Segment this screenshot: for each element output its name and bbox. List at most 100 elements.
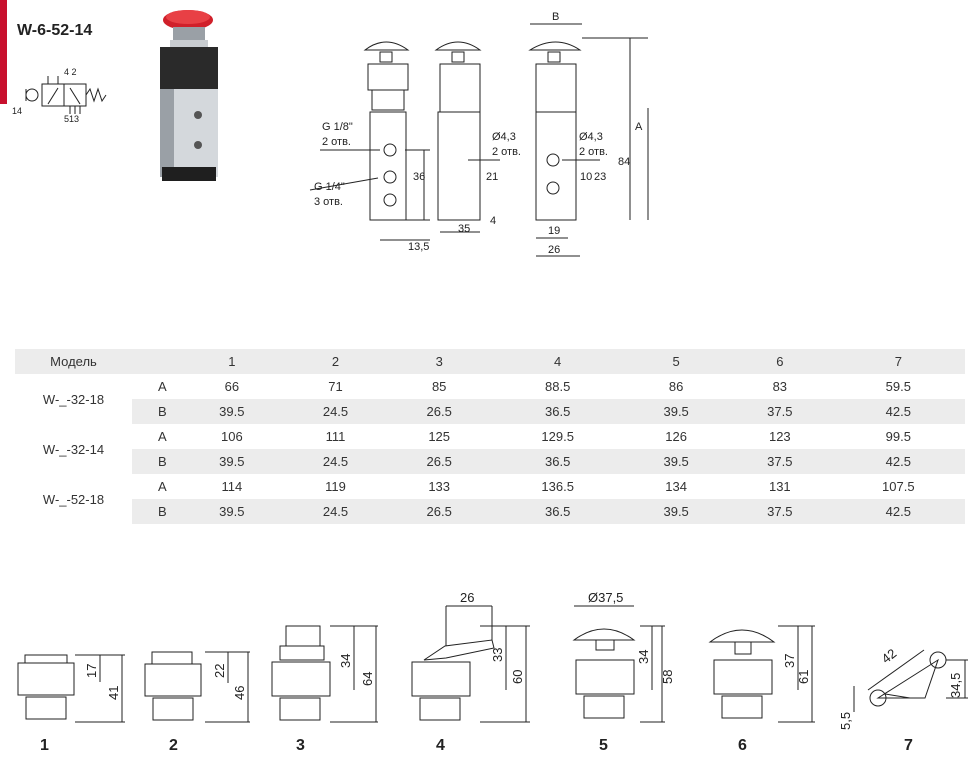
value-cell: 39.5 <box>624 399 728 424</box>
dim-cell: A <box>158 479 167 494</box>
value-cell: 99.5 <box>885 429 911 444</box>
header-col: 4 <box>491 349 625 374</box>
value-cell: 66 <box>224 379 240 394</box>
value-cell: 39.5 <box>180 399 284 424</box>
dim-3-34: 34 <box>338 654 353 668</box>
label-holes-2b: 2 отв. <box>492 146 521 158</box>
label-d43-b: Ø4,3 <box>579 131 603 143</box>
dim-36: 36 <box>413 171 425 183</box>
value-cell: 24.5 <box>283 399 388 424</box>
label-holes-2c: 2 отв. <box>579 146 608 158</box>
dim-7-345: 34,5 <box>948 673 963 698</box>
dim-1-41: 41 <box>106 686 121 700</box>
actuator-number: 1 <box>40 737 49 754</box>
dim-4: 4 <box>490 215 496 227</box>
actuator-number: 4 <box>436 737 445 754</box>
value-cell: 36.5 <box>491 449 625 474</box>
dim-5-34: 34 <box>636 650 651 664</box>
actuator-number: 7 <box>904 737 913 754</box>
model-title: W-6-52-14 <box>17 22 93 39</box>
header-col: 2 <box>283 349 388 374</box>
label-d43-a: Ø4,3 <box>492 131 516 143</box>
value-cell: 26.5 <box>387 399 492 424</box>
actuator-number: 2 <box>169 737 178 754</box>
value-cell: 106 <box>220 429 243 444</box>
value-cell: 134 <box>665 479 687 494</box>
accent-bar <box>0 0 7 104</box>
dim-4-26: 26 <box>460 590 474 605</box>
actuator-number: 6 <box>738 737 747 754</box>
dim-35: 35 <box>458 223 470 235</box>
dim-5-58: 58 <box>660 670 675 684</box>
value-cell: 88.5 <box>545 379 571 394</box>
dim-cell: A <box>158 429 167 444</box>
value-cell: 83 <box>772 379 788 394</box>
label-holes-3: 3 отв. <box>314 196 343 208</box>
dim-26: 26 <box>548 244 560 256</box>
label-g14: G 1/4" <box>314 181 345 193</box>
value-cell: 39.5 <box>624 449 728 474</box>
model-cell: W-_-32-18 <box>42 391 105 407</box>
dim-6-61: 61 <box>796 670 811 684</box>
value-cell: 42.5 <box>831 499 965 524</box>
label-holes-2: 2 отв. <box>322 136 351 148</box>
dim-4-33: 33 <box>490 648 505 662</box>
dim-6-37: 37 <box>782 654 797 668</box>
table-row: B 39.5 24.5 26.5 36.5 39.5 37.5 42.5 <box>15 449 965 474</box>
value-cell: 37.5 <box>727 449 832 474</box>
value-cell: 37.5 <box>727 399 832 424</box>
label-g18: G 1/8" <box>322 121 353 133</box>
table-row: W-_-32-18 A 66 71 85 88.5 86 83 59.5 <box>15 374 965 407</box>
dim-3-64: 64 <box>360 672 375 686</box>
model-cell: W-_-32-14 <box>42 441 105 457</box>
value-cell: 119 <box>325 479 346 494</box>
dim-19: 19 <box>548 225 560 237</box>
value-cell: 42.5 <box>831 449 965 474</box>
dim-b: B <box>552 11 559 23</box>
actuator-drawings: 17 41 22 46 34 64 26 33 60 Ø37,5 34 58 3… <box>17 590 968 730</box>
dim-1-17: 17 <box>84 664 99 678</box>
header-col: 5 <box>624 349 728 374</box>
dim-2-46: 46 <box>232 686 247 700</box>
product-photo <box>160 10 218 181</box>
table-row: W-_-32-14 A 106 111 125 129.5 126 123 99… <box>15 424 965 457</box>
value-cell: 42.5 <box>831 399 965 424</box>
dim-7-42: 42 <box>879 646 900 667</box>
value-cell: 107.5 <box>882 479 915 494</box>
value-cell: 24.5 <box>283 499 388 524</box>
dim-a: A <box>635 121 643 133</box>
dim-cell: B <box>132 399 180 424</box>
value-cell: 114 <box>221 479 243 494</box>
header-dim <box>132 349 180 374</box>
value-cell: 36.5 <box>491 499 625 524</box>
dim-4-60: 60 <box>510 670 525 684</box>
table-row: B 39.5 24.5 26.5 36.5 39.5 37.5 42.5 <box>15 399 965 424</box>
header-model: Модель <box>15 349 132 374</box>
dim-cell: B <box>132 499 180 524</box>
header-col: 3 <box>387 349 492 374</box>
dim-84: 84 <box>618 156 630 168</box>
value-cell: 59.5 <box>885 379 911 394</box>
table-header-row: Модель 1 2 3 4 5 6 7 <box>15 349 965 374</box>
value-cell: 129.5 <box>541 429 574 444</box>
valve-symbol: 4 2 14 513 <box>12 67 107 122</box>
value-cell: 123 <box>768 429 791 444</box>
dim-21: 21 <box>486 171 498 183</box>
dim-10: 10 <box>580 171 592 183</box>
value-cell: 111 <box>325 429 346 444</box>
table-row: B 39.5 24.5 26.5 36.5 39.5 37.5 42.5 <box>15 499 965 524</box>
actuator-number: 5 <box>599 737 608 754</box>
value-cell: 26.5 <box>387 499 492 524</box>
header-col: 1 <box>180 349 284 374</box>
dim-cell: A <box>158 379 167 394</box>
value-cell: 26.5 <box>387 449 492 474</box>
header-col: 6 <box>727 349 832 374</box>
table-row: W-_-52-18 A 114 119 133 136.5 134 131 10… <box>15 474 965 507</box>
dim-5-d375: Ø37,5 <box>588 590 623 605</box>
dimensions-table: Модель 1 2 3 4 5 6 7 W-_-32-18 A 66 71 8… <box>15 349 965 524</box>
symbol-port-top: 4 2 <box>64 67 77 77</box>
dim-23: 23 <box>594 171 606 183</box>
value-cell: 71 <box>328 379 343 394</box>
value-cell: 24.5 <box>283 449 388 474</box>
actuator-number: 3 <box>296 737 305 754</box>
